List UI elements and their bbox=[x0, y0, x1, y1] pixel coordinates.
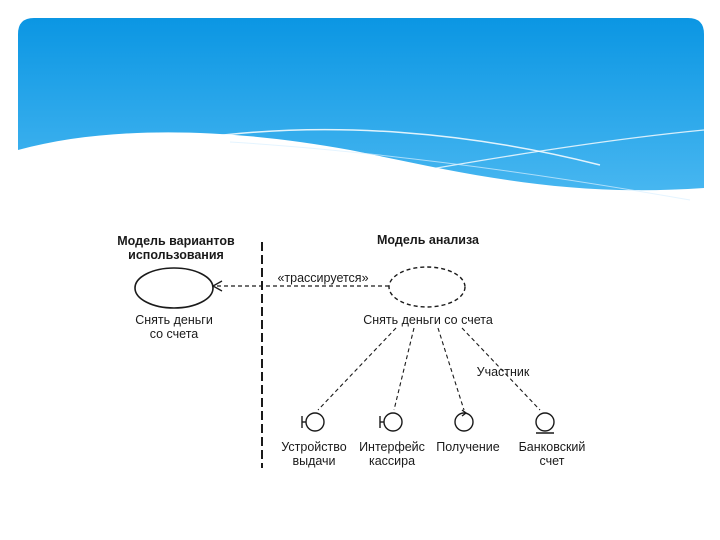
link-device bbox=[317, 327, 397, 411]
banner-wave-line bbox=[229, 141, 691, 201]
class-label-line2: кассира bbox=[368, 454, 416, 468]
left-model-title-line2: использования bbox=[128, 248, 224, 262]
banner-wave-line bbox=[379, 129, 705, 179]
left-usecase-line1: Снять деньги bbox=[135, 313, 213, 327]
participant-links bbox=[317, 327, 541, 411]
trace-arrow bbox=[211, 280, 389, 292]
left-usecase-line2: со счета bbox=[149, 327, 199, 341]
class-label-account: Банковский счет bbox=[508, 440, 596, 468]
right-model-title: Модель анализа bbox=[377, 233, 479, 247]
link-interface bbox=[393, 327, 415, 411]
participant-label: Участник bbox=[476, 365, 530, 379]
class-label-line2: счет bbox=[539, 454, 565, 468]
trace-label: «трассируется» bbox=[277, 271, 369, 285]
left-usecase-label: Снять деньги со счета bbox=[114, 313, 234, 341]
class-label-line1: Получение bbox=[436, 440, 500, 454]
class-label-line1: Устройство bbox=[281, 440, 347, 454]
class-label-interface: Интерфейс кассира bbox=[350, 440, 434, 468]
banner-wave bbox=[18, 132, 704, 210]
class-label-line1: Банковский bbox=[518, 440, 586, 454]
boundary-icon bbox=[301, 412, 325, 432]
class-label-line1: Интерфейс bbox=[359, 440, 425, 454]
header-banner bbox=[18, 18, 705, 210]
banner-wave-line bbox=[199, 128, 601, 166]
left-model-title-line1: Модель вариантов bbox=[117, 234, 235, 248]
class-label-line2: выдачи bbox=[292, 454, 336, 468]
link-account bbox=[461, 327, 541, 411]
link-receive bbox=[437, 327, 465, 411]
left-model-title: Модель вариантов использования bbox=[96, 234, 256, 262]
right-usecase-ellipse bbox=[388, 266, 466, 308]
entity-icon bbox=[535, 412, 555, 434]
right-usecase-label: Снять деньги со счета bbox=[363, 313, 493, 327]
class-label-device: Устройство выдачи bbox=[272, 440, 356, 468]
left-usecase-ellipse bbox=[134, 267, 214, 309]
control-icon bbox=[454, 409, 474, 432]
boundary-icon bbox=[379, 412, 403, 432]
class-label-receive: Получение bbox=[426, 440, 510, 454]
